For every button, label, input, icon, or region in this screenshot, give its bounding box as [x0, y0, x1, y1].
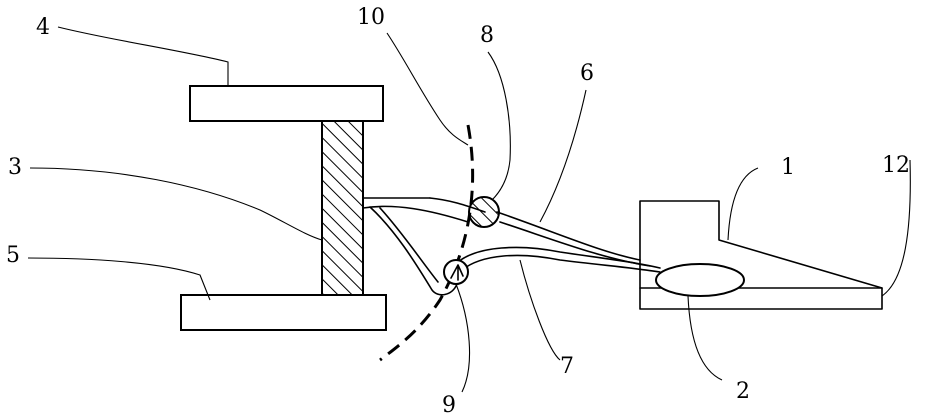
leader-8: [488, 52, 510, 200]
leader-5: [28, 258, 210, 300]
tube-upper-inner: [363, 206, 468, 222]
bottom-plate-part-5: [181, 295, 386, 330]
label-7: 7: [560, 354, 574, 379]
label-9: 9: [442, 393, 456, 418]
leader-6: [540, 90, 586, 222]
leader-7: [520, 260, 560, 360]
hatched-column-part-3: [322, 121, 363, 295]
label-5: 5: [6, 243, 20, 268]
label-1: 1: [781, 155, 795, 180]
leader-1: [728, 168, 758, 240]
leader-12: [882, 160, 910, 296]
ellipse-part-2: [656, 264, 744, 296]
leader-3: [30, 168, 322, 240]
leader-4: [58, 27, 228, 86]
label-6: 6: [580, 61, 594, 86]
label-12: 12: [882, 153, 910, 178]
label-2: 2: [736, 379, 750, 404]
tube-loop-lower: [370, 207, 457, 295]
top-plate-part-4: [190, 86, 383, 121]
leader-9: [456, 284, 470, 392]
hatched-ball-part-8: [469, 197, 499, 227]
label-8: 8: [480, 23, 494, 48]
tube-loop-inner: [380, 208, 438, 282]
label-3: 3: [8, 155, 22, 180]
label-10: 10: [357, 5, 385, 30]
leader-10: [387, 33, 468, 145]
tube-part-6-b: [500, 222, 650, 266]
arrow-circle-part-9: [444, 260, 468, 284]
label-4: 4: [36, 15, 50, 40]
dashed-curve-part-10: [380, 125, 473, 360]
